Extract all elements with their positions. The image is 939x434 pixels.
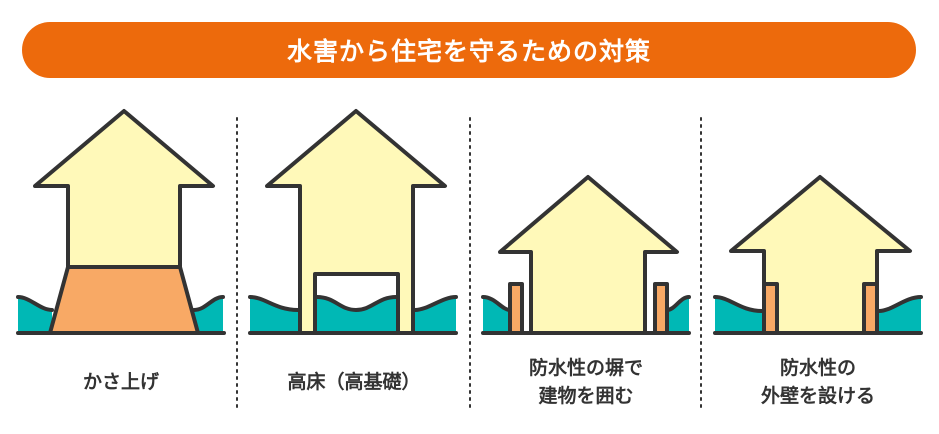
label-line: 防水性の (779, 357, 856, 379)
panel-label-waterproof-exterior: 防水性の 外壁を設ける (702, 354, 934, 410)
panel-label-raised-floor: 高床（高基礎） (238, 368, 470, 396)
label-line: 建物を囲む (538, 385, 634, 407)
house-with-waterproof-exterior-icon (713, 175, 923, 335)
flood-wall-right (653, 282, 669, 335)
label-line: 外壁を設ける (760, 385, 875, 407)
label-line: 防水性の塀で (528, 357, 643, 379)
label-line: かさ上げ (82, 371, 159, 393)
house-with-waterproof-wall-icon (481, 175, 691, 335)
title: 水害から住宅を守るための対策 (286, 37, 651, 66)
label-line: 高床（高基礎） (287, 371, 421, 393)
panel-label-waterproof-wall: 防水性の塀で 建物を囲む (470, 354, 702, 410)
title-banner: 水害から住宅を守るための対策 (22, 22, 916, 78)
waterproof-wall-left (762, 282, 779, 335)
dividers (236, 117, 702, 413)
panel-label-raised-ground: かさ上げ (5, 368, 237, 396)
raised-ground-house-icon (16, 109, 226, 335)
waterproof-wall-right (862, 282, 879, 335)
flood-wall-left (508, 282, 524, 335)
raised-floor-house-icon (248, 109, 458, 335)
